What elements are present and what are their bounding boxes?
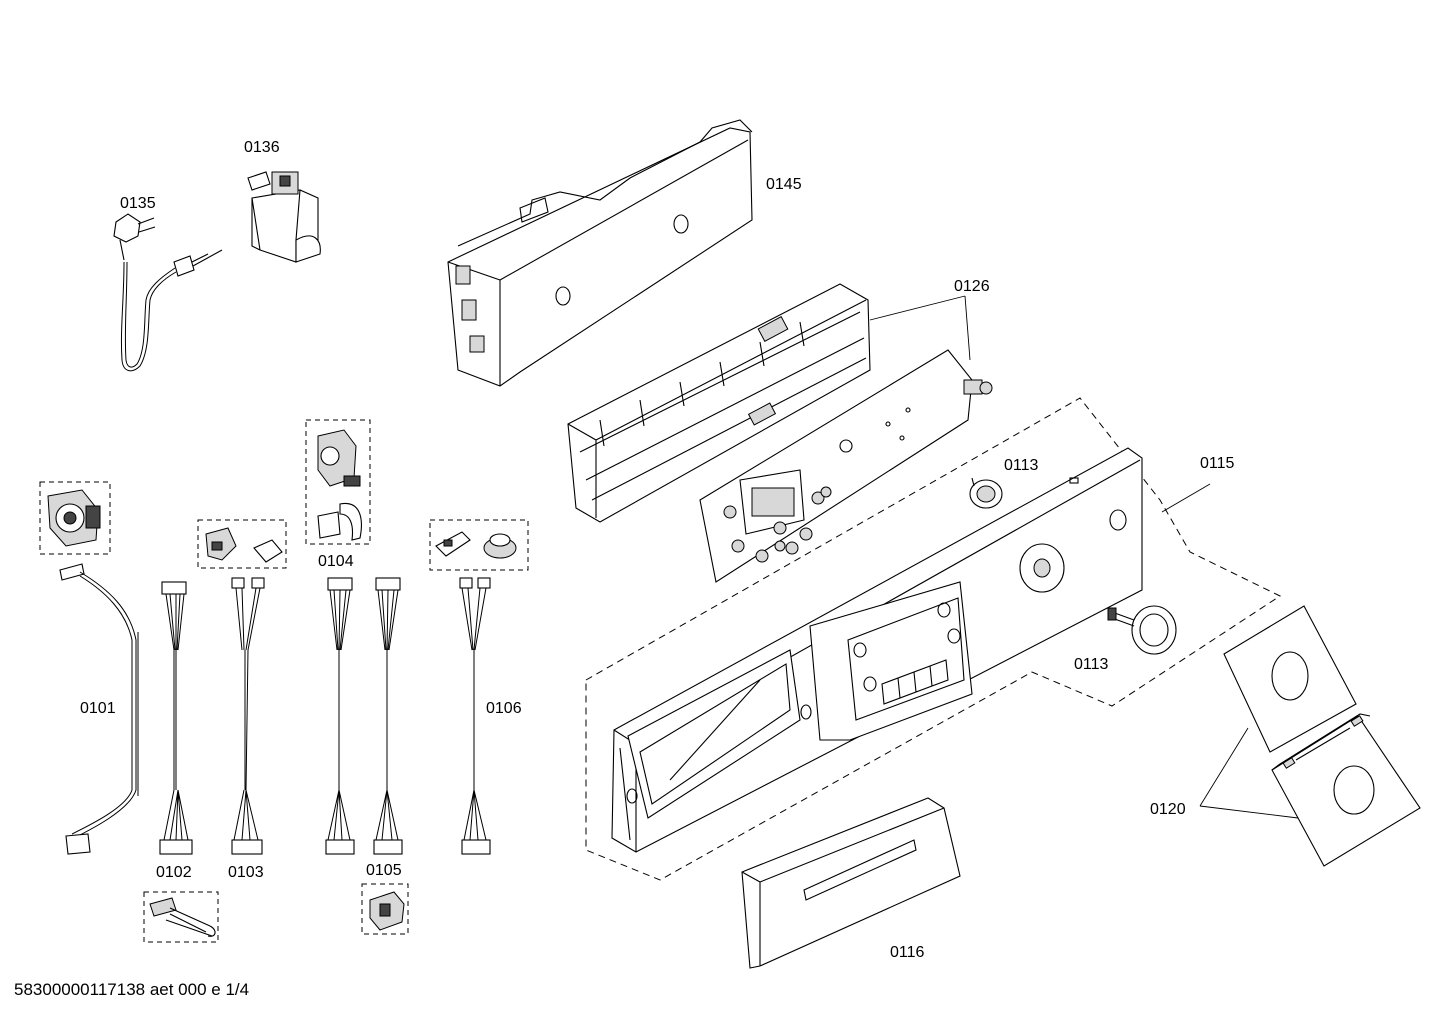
callout-0120: 0120 <box>1150 801 1186 818</box>
callout-0136: 0136 <box>244 139 280 156</box>
dashed-box <box>361 883 409 935</box>
harness-part-0101 <box>59 563 139 855</box>
leader-line <box>964 295 971 361</box>
callout-0113-top: 0113 <box>1004 457 1039 474</box>
callout-0113-bottom: 0113 <box>1074 656 1109 673</box>
pressure-switch-parts <box>435 531 517 559</box>
callout-0103: 0103 <box>228 864 264 881</box>
control-panel-fascia <box>611 447 1143 853</box>
callout-0135: 0135 <box>120 195 156 212</box>
dispenser-drawer-part-0116 <box>741 797 961 969</box>
callout-0145: 0145 <box>766 176 802 193</box>
knob-part-0113-bottom <box>1107 605 1177 655</box>
circuit-board-part-0126 <box>699 349 993 583</box>
dashed-box <box>429 519 529 571</box>
harness-part-0103 <box>231 577 265 855</box>
callout-0101: 0101 <box>80 700 116 717</box>
callout-0104: 0104 <box>318 553 354 570</box>
callout-0116: 0116 <box>890 944 925 961</box>
motor-part <box>47 489 101 547</box>
callout-0105: 0105 <box>366 862 402 879</box>
leader-line <box>1199 805 1299 819</box>
pump-part <box>369 891 405 931</box>
callout-0106: 0106 <box>486 700 522 717</box>
harness-part-0104 <box>325 577 355 855</box>
leader-line <box>1199 727 1249 807</box>
interference-filter-part-0136 <box>247 171 321 263</box>
panel-cover-part-0120 <box>1223 605 1421 867</box>
heater-part <box>149 897 216 937</box>
harness-part-0106 <box>459 577 491 855</box>
drawing-code: 58300000117138 aet 000 e 1/4 <box>14 980 250 999</box>
dashed-box <box>305 419 371 545</box>
control-housing-part-0145 <box>447 119 753 387</box>
dashed-box <box>143 891 219 943</box>
sensor-parts <box>205 527 283 563</box>
harness-part-0102 <box>159 581 193 855</box>
assembly-group-outline-0115 <box>585 397 1282 881</box>
control-module-frame-part-0126 <box>567 283 871 523</box>
callout-0102: 0102 <box>156 864 192 881</box>
leader-line <box>1161 483 1211 513</box>
power-cord-part-0135 <box>113 213 223 372</box>
valve-parts <box>317 429 362 541</box>
callout-0115: 0115 <box>1200 455 1235 472</box>
leader-line <box>869 295 966 321</box>
harness-part-0105 <box>373 577 403 855</box>
callout-0126: 0126 <box>954 278 990 295</box>
dashed-box <box>39 481 111 555</box>
knob-part-0113-top <box>969 477 1003 509</box>
dashed-box <box>197 519 287 569</box>
